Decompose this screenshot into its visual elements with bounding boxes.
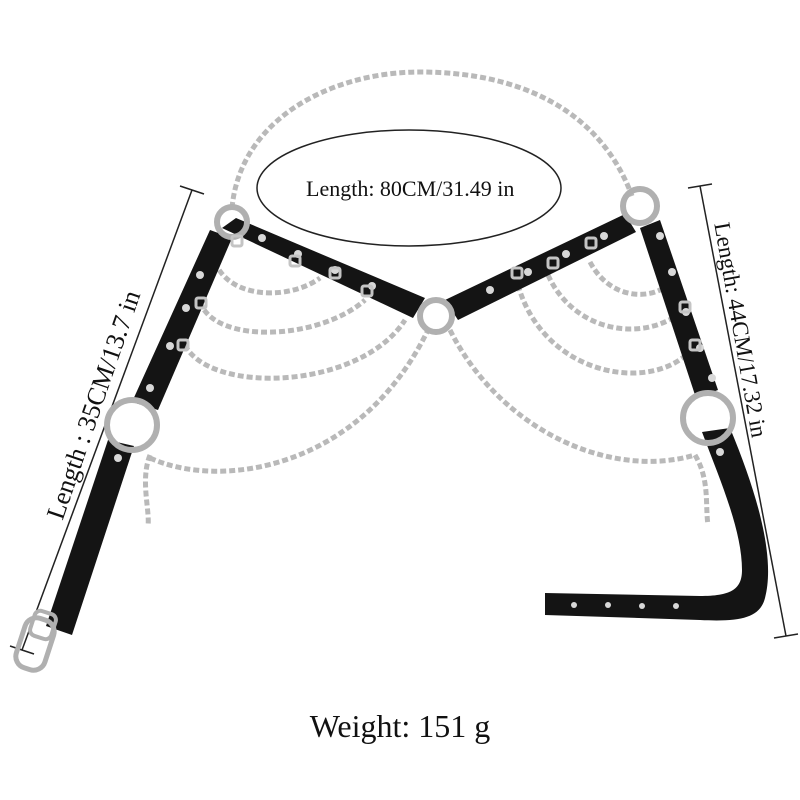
right-tail-strap	[545, 428, 769, 621]
neck-measure-ellipse	[256, 129, 562, 247]
neck-length-label: Length: 80CM/31.49 in	[306, 176, 515, 201]
right-front-strap	[445, 214, 636, 320]
o-rings	[104, 186, 736, 453]
right-measure-line	[699, 185, 787, 637]
right-measure-cap-top	[687, 183, 713, 189]
right-measure-cap-bottom	[773, 633, 799, 639]
buckle-icon	[13, 608, 58, 673]
left-side-strap	[132, 230, 232, 410]
left-measure-cap-bottom	[9, 645, 35, 655]
left-lower-strap	[46, 440, 134, 635]
weight-label: Weight: 151 g	[309, 708, 491, 744]
chain-hangers	[176, 234, 702, 352]
left-front-strap	[222, 218, 425, 318]
neck-chain	[229, 69, 635, 209]
left-chains	[142, 260, 431, 527]
left-measure-cap-top	[179, 185, 205, 195]
